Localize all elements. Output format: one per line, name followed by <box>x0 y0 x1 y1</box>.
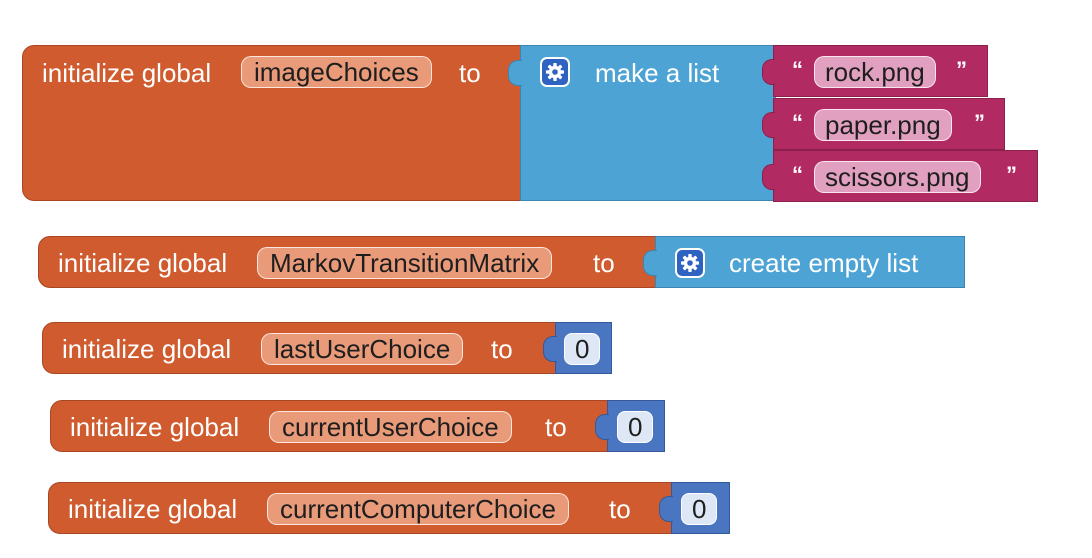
to-label: to <box>459 58 481 88</box>
gear-icon[interactable] <box>540 57 570 87</box>
init-global-markovtransitionmatrix-block[interactable]: initialize global MarkovTransitionMatrix… <box>38 236 658 288</box>
to-label: to <box>593 248 615 278</box>
init-global-lastuserchoice-block[interactable]: initialize global lastUserChoice to <box>42 322 558 374</box>
make-a-list-label: make a list <box>595 58 720 88</box>
output-connector <box>508 60 522 86</box>
to-label: to <box>609 494 631 524</box>
text-value-field[interactable]: scissors.png <box>814 161 981 193</box>
number-block[interactable]: 0 <box>659 482 730 534</box>
output-connector <box>659 496 673 522</box>
output-connector <box>762 112 775 138</box>
create-empty-list-label: create empty list <box>729 248 919 278</box>
output-connector <box>643 250 657 276</box>
text-value-field[interactable]: paper.png <box>814 109 952 141</box>
init-global-label: initialize global <box>58 248 228 278</box>
text-block-rock[interactable]: “ rock.png ” <box>762 45 988 97</box>
init-global-currentuserchoice-block[interactable]: initialize global currentUserChoice to <box>50 400 610 452</box>
variable-name-field[interactable]: MarkovTransitionMatrix <box>257 247 553 279</box>
output-connector <box>762 59 775 85</box>
variable-name-field[interactable]: lastUserChoice <box>261 333 464 365</box>
init-global-currentcomputerchoice-block[interactable]: initialize global currentComputerChoice … <box>48 482 674 534</box>
close-quote: ” <box>974 110 985 135</box>
to-label: to <box>491 334 513 364</box>
init-global-label: initialize global <box>62 334 232 364</box>
make-a-list-block[interactable]: make a list <box>508 45 776 201</box>
number-value-field[interactable]: 0 <box>681 493 718 525</box>
output-connector <box>762 164 775 190</box>
create-empty-list-block[interactable]: create empty list <box>643 236 965 288</box>
gear-icon[interactable] <box>675 248 705 278</box>
open-quote: “ <box>792 57 803 82</box>
number-value-field[interactable]: 0 <box>617 411 654 443</box>
variable-name-field[interactable]: currentUserChoice <box>269 411 512 443</box>
close-quote: ” <box>1006 162 1017 187</box>
init-global-label: initialize global <box>42 58 212 88</box>
number-block[interactable]: 0 <box>543 322 612 374</box>
open-quote: “ <box>792 110 803 135</box>
close-quote: ” <box>956 57 967 82</box>
init-global-imagechoices-block[interactable]: initialize global imageChoices to <box>22 45 524 201</box>
text-value-field[interactable]: rock.png <box>814 56 936 88</box>
output-connector <box>543 336 557 362</box>
number-value-field[interactable]: 0 <box>564 333 601 365</box>
number-block[interactable]: 0 <box>595 400 665 452</box>
to-label: to <box>545 412 567 442</box>
variable-name-field[interactable]: currentComputerChoice <box>267 493 570 525</box>
variable-name-field[interactable]: imageChoices <box>241 56 432 88</box>
text-block-scissors[interactable]: “ scissors.png ” <box>762 150 1038 202</box>
output-connector <box>595 414 609 440</box>
text-block-paper[interactable]: “ paper.png ” <box>762 98 1005 150</box>
init-global-label: initialize global <box>68 494 238 524</box>
init-global-label: initialize global <box>70 412 240 442</box>
open-quote: “ <box>792 162 803 187</box>
